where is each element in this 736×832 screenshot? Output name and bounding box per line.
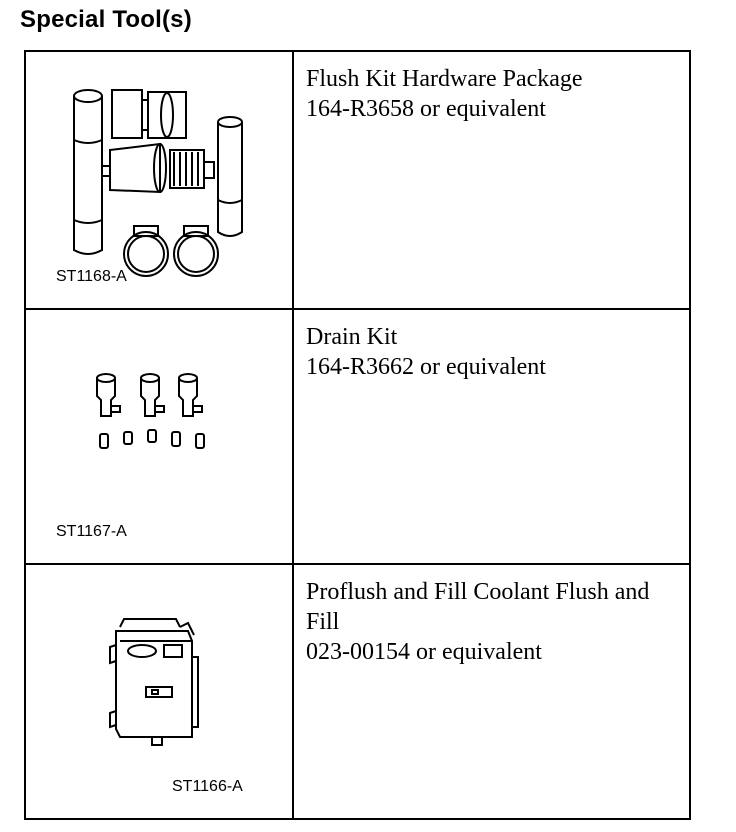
- tool-description-cell: Proflush and Fill Coolant Flush and Fill…: [294, 565, 689, 820]
- special-tools-table: ST1168-A Flush Kit Hardware Package 164-…: [24, 50, 691, 820]
- table-row: ST1168-A Flush Kit Hardware Package 164-…: [26, 52, 689, 310]
- tool-description-cell: Drain Kit 164-R3662 or equivalent: [294, 310, 689, 563]
- page-title: Special Tool(s): [20, 6, 192, 33]
- tool-part-number: 164-R3662 or equivalent: [306, 354, 546, 380]
- tool-part-number: 164-R3658 or equivalent: [306, 96, 546, 122]
- tool-description-cell: Flush Kit Hardware Package 164-R3658 or …: [294, 52, 689, 308]
- flush-kit-hardware-illustration: [64, 80, 264, 280]
- drain-kit-illustration: [90, 372, 220, 462]
- tool-name: Flush Kit Hardware Package: [306, 66, 583, 92]
- table-row: ST1167-A Drain Kit 164-R3662 or equivale…: [26, 310, 689, 565]
- tool-name: Drain Kit: [306, 324, 398, 350]
- figure-code: ST1167-A: [56, 523, 127, 540]
- tool-name: Proflush and Fill Coolant Flush and Fill: [306, 579, 650, 635]
- tool-image-cell: ST1167-A: [26, 310, 294, 563]
- tool-part-number: 023-00154 or equivalent: [306, 639, 542, 665]
- coolant-flush-machine-illustration: [106, 617, 206, 749]
- table-row: ST1166-A Proflush and Fill Coolant Flush…: [26, 565, 689, 820]
- figure-code: ST1168-A: [56, 268, 127, 285]
- tool-image-cell: ST1168-A: [26, 52, 294, 308]
- figure-code: ST1166-A: [172, 778, 243, 795]
- tool-image-cell: ST1166-A: [26, 565, 294, 820]
